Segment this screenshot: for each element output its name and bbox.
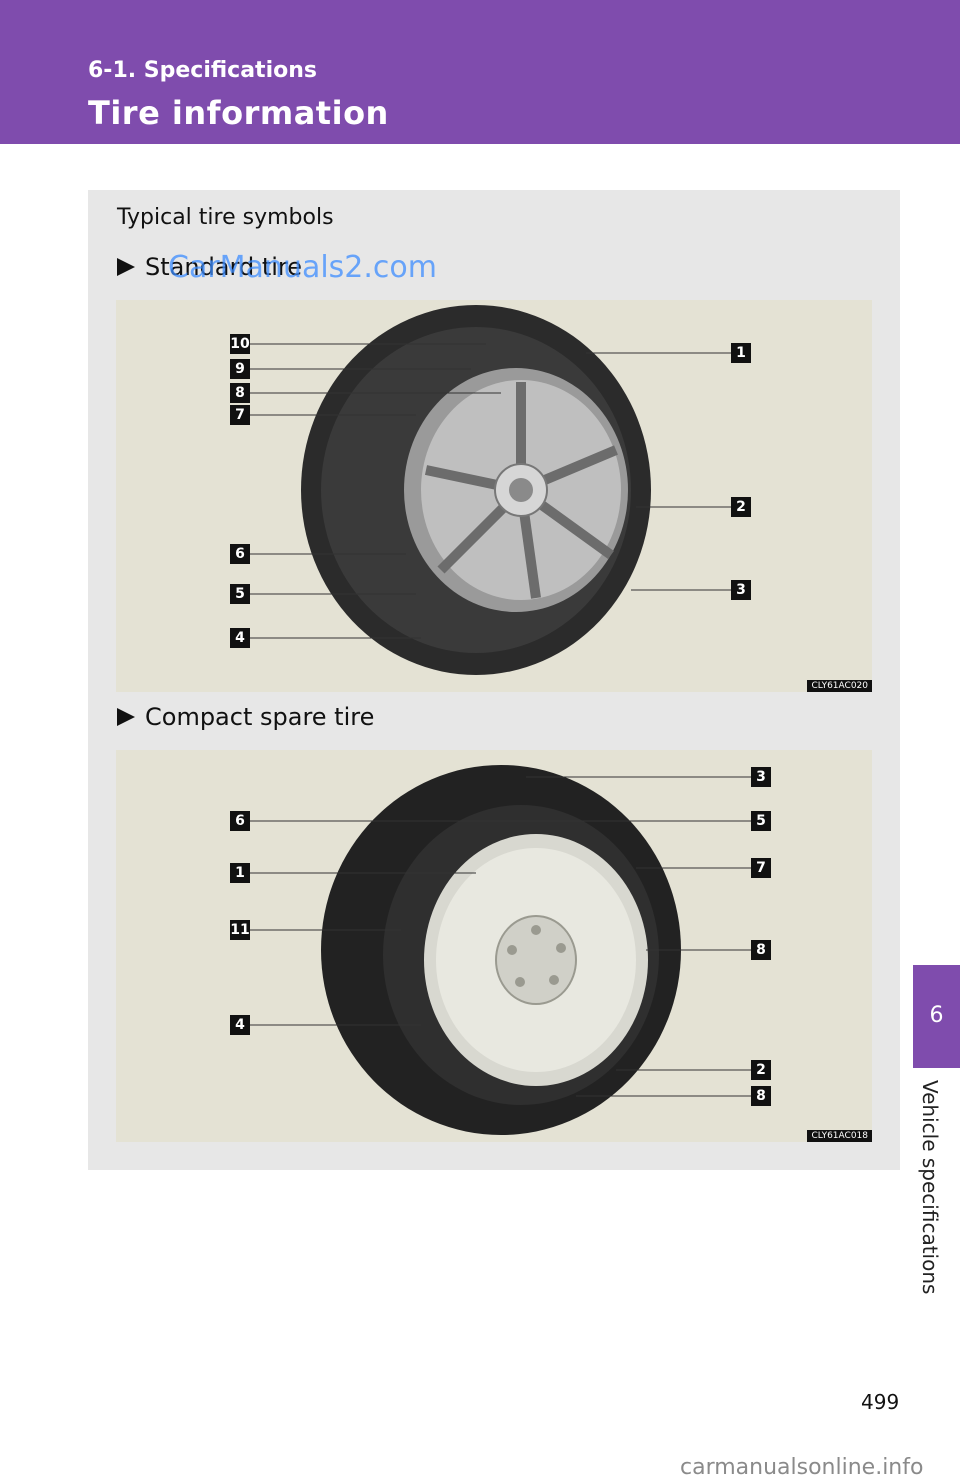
- callout-8-lower: 8: [751, 1086, 771, 1106]
- footer-url: carmanualsonline.info: [680, 1455, 924, 1480]
- watermark: CarManuals2.com: [168, 250, 438, 285]
- callout-2: 2: [751, 1060, 771, 1080]
- section-title: 6-1. Specifications: [88, 58, 317, 83]
- compact-spare-label: Compact spare tire: [145, 703, 375, 731]
- standard-tire-label: Standard tire: [145, 253, 302, 281]
- callout-5: 5: [751, 811, 771, 831]
- figure-code: CLY61AC020: [807, 680, 872, 692]
- standard-tire-heading: Standard tire: [117, 253, 302, 281]
- compact-spare-figure: 6 1 11 4 3 5 7 8 2 8 CLY61AC018: [116, 750, 872, 1142]
- panel-heading: Typical tire symbols: [117, 205, 334, 230]
- arrow-right-icon: [117, 708, 135, 726]
- leader-lines: [250, 776, 751, 1097]
- chapter-tab: 6: [913, 965, 960, 1068]
- callout-9: 9: [230, 359, 250, 379]
- callout-4: 4: [230, 1015, 250, 1035]
- callout-6: 6: [230, 811, 250, 831]
- page-title: Tire information: [88, 94, 389, 132]
- page-number: 499: [861, 1390, 900, 1414]
- figure-code: CLY61AC018: [807, 1130, 872, 1142]
- callout-6: 6: [230, 544, 250, 564]
- compact-spare-illustration: [250, 765, 751, 1135]
- callout-1: 1: [230, 863, 250, 883]
- chapter-label: Vehicle specifications: [918, 1080, 942, 1295]
- callout-3: 3: [731, 580, 751, 600]
- callout-2: 2: [731, 497, 751, 517]
- callout-3: 3: [751, 767, 771, 787]
- callout-4: 4: [230, 628, 250, 648]
- callout-5: 5: [230, 584, 250, 604]
- leader-lines: [250, 343, 731, 639]
- callout-8: 8: [230, 383, 250, 403]
- chapter-number: 6: [929, 1003, 944, 1028]
- header-bar: 6-1. Specifications Tire information: [0, 0, 960, 144]
- callout-7: 7: [751, 858, 771, 878]
- callout-8: 8: [751, 940, 771, 960]
- callout-10: 10: [230, 334, 250, 354]
- callout-11: 11: [230, 920, 250, 940]
- callout-1: 1: [731, 343, 751, 363]
- compact-spare-heading: Compact spare tire: [117, 703, 374, 731]
- arrow-right-icon: [117, 258, 135, 276]
- standard-tire-figure: 10 9 8 7 6 5 4 1 2 3 CLY61AC020: [116, 300, 872, 692]
- callout-7: 7: [230, 405, 250, 425]
- standard-tire-illustration: [250, 305, 731, 675]
